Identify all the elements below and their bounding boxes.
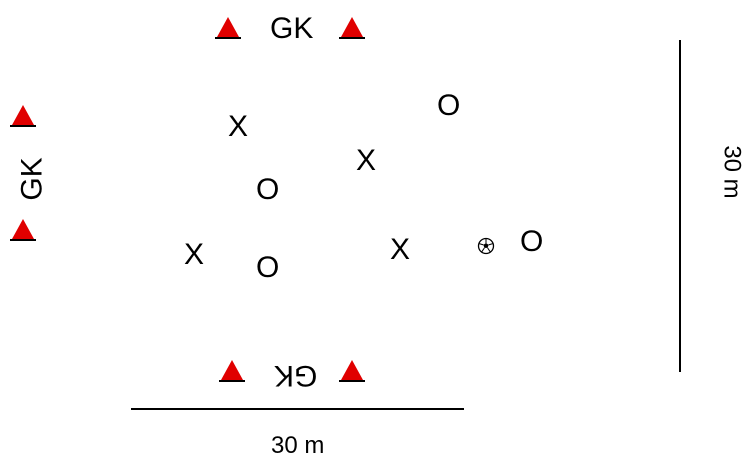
goalkeeper-left-label: GK [15, 157, 49, 201]
height-dimension-line [679, 40, 681, 372]
cone-icon [10, 105, 36, 127]
goalkeeper-top-label: GK [270, 12, 314, 45]
height-dimension-label: 30 m [718, 145, 745, 199]
player-x-marker: X [390, 233, 411, 266]
player-x-marker: X [228, 110, 249, 143]
soccer-ball-icon [477, 237, 495, 255]
cone-icon [10, 219, 36, 241]
cone-icon [339, 17, 365, 39]
cone-icon [339, 360, 365, 382]
width-dimension-line [131, 408, 464, 410]
player-x-marker: X [184, 238, 205, 271]
cone-icon [215, 17, 241, 39]
player-o-marker: O [256, 173, 280, 206]
cone-icon [219, 360, 245, 382]
width-dimension-label: 30 m [271, 432, 325, 459]
player-o-marker: O [437, 89, 461, 122]
player-o-marker: O [256, 251, 280, 284]
player-o-marker: O [520, 225, 544, 258]
player-x-marker: X [356, 144, 377, 177]
goalkeeper-bottom-label: GK [274, 359, 318, 392]
